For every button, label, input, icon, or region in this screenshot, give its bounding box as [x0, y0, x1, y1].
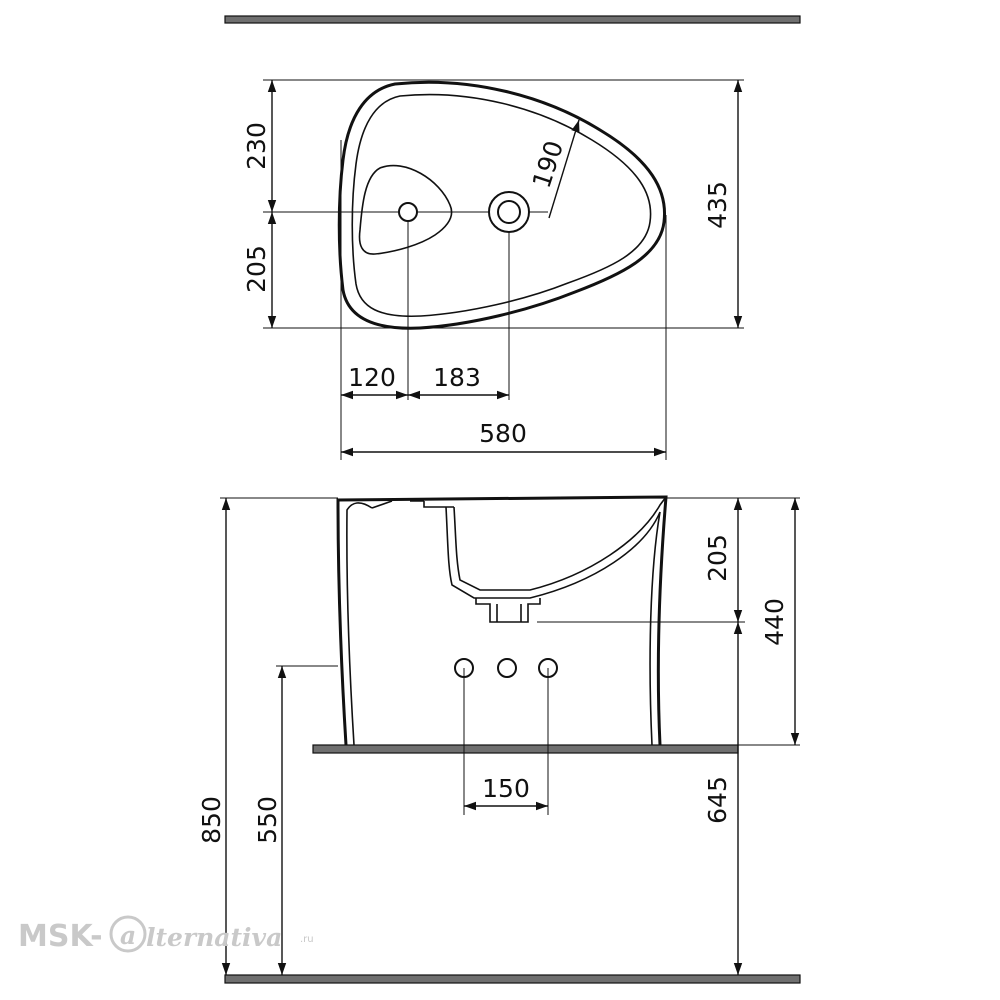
top-view: 230 205 435 190 120 183 580 [242, 79, 744, 460]
drain-pipe [475, 598, 541, 623]
bowl-inner-outline [351, 93, 652, 318]
rim-tap-area [371, 500, 454, 509]
dim-label-580: 580 [479, 419, 527, 448]
dim-label-550: 550 [253, 796, 282, 844]
dim-label-205-top: 205 [242, 245, 271, 293]
bidet-inner-left [346, 502, 373, 746]
floor-strip [224, 974, 801, 984]
watermark-prefix: MSK- [18, 919, 103, 954]
drain-inner [497, 200, 521, 224]
dim-label-440: 440 [760, 598, 789, 646]
bowl-inner-section [453, 496, 667, 591]
drain-pipe-inner [496, 604, 522, 622]
watermark-at-ring [109, 915, 147, 953]
tap-recess [358, 164, 453, 255]
bowl-inner-section-2 [445, 506, 661, 599]
dim-line-190 [548, 119, 580, 219]
connection-hole-center [497, 658, 517, 678]
dim-label-435: 435 [703, 181, 732, 229]
floor-base-plate [312, 744, 739, 754]
tap-hole [398, 202, 418, 222]
side-view: 850 550 205 440 645 150 [197, 495, 800, 975]
bowl-outer-outline [337, 80, 667, 330]
top-wall-strip [224, 15, 801, 24]
dim-label-645: 645 [703, 776, 732, 824]
watermark-at-glyph: a [120, 921, 136, 950]
dim-label-183: 183 [433, 363, 481, 392]
watermark-suffix: .ru [300, 934, 314, 945]
watermark: MSK- a lternativa .ru [18, 915, 314, 954]
dim-label-205-side: 205 [703, 534, 732, 582]
dim-label-230: 230 [242, 122, 271, 170]
dim-label-190: 190 [527, 137, 569, 191]
dim-label-120: 120 [348, 363, 396, 392]
watermark-script: lternativa [146, 923, 282, 952]
dim-label-850: 850 [197, 796, 226, 844]
bidet-body-outline [336, 495, 668, 746]
bidet-inner-right [649, 511, 661, 746]
dim-label-150: 150 [482, 774, 530, 803]
